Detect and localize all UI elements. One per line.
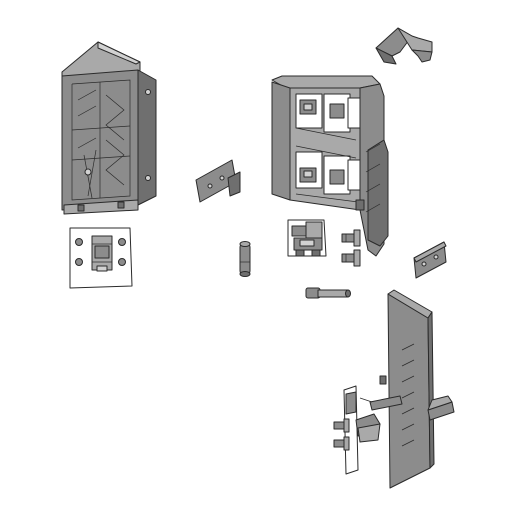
dowel-pin <box>239 241 251 277</box>
corner-housing-right <box>271 75 389 257</box>
connector-plate-right <box>413 241 447 279</box>
bracket-small <box>195 159 241 203</box>
hinge-arm-assembly <box>333 385 455 475</box>
hinge-screws <box>341 229 361 267</box>
corner-housing-left <box>61 41 157 215</box>
side-panel <box>379 289 435 489</box>
clip-module <box>287 219 327 257</box>
corner-cap-top <box>375 27 433 65</box>
rod-connector <box>305 287 351 299</box>
mounting-plate-left <box>69 227 133 289</box>
